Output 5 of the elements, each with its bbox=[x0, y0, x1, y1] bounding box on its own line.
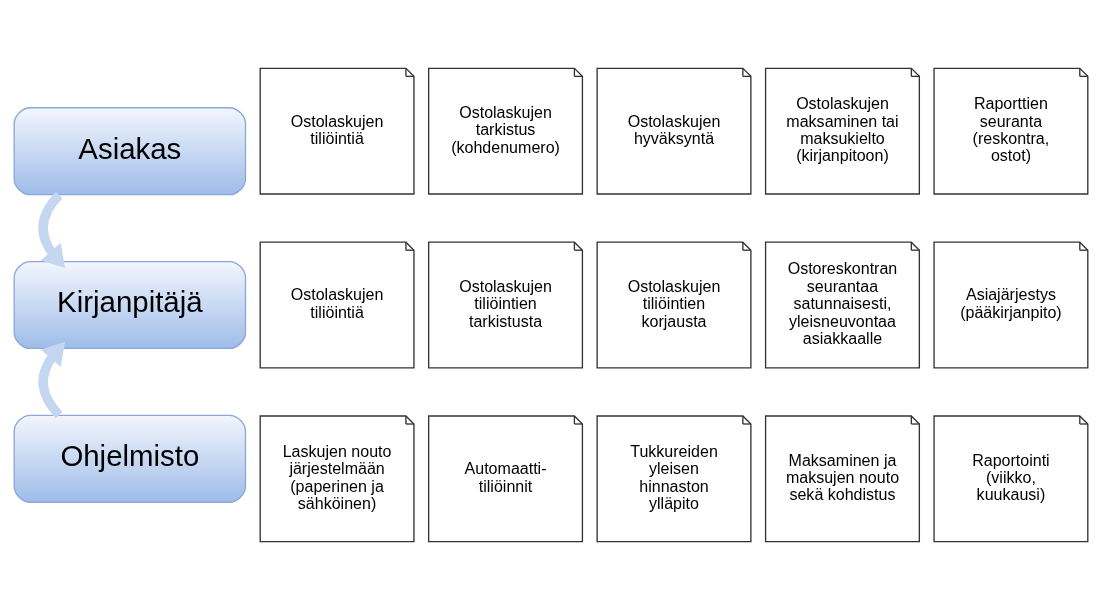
arrow bbox=[38, 342, 66, 419]
arrow bbox=[38, 191, 65, 268]
node-box: Ohjelmisto bbox=[13, 414, 247, 503]
node-box: Kirjanpitäjä bbox=[13, 260, 247, 350]
node-box: Asiakas bbox=[13, 107, 247, 196]
